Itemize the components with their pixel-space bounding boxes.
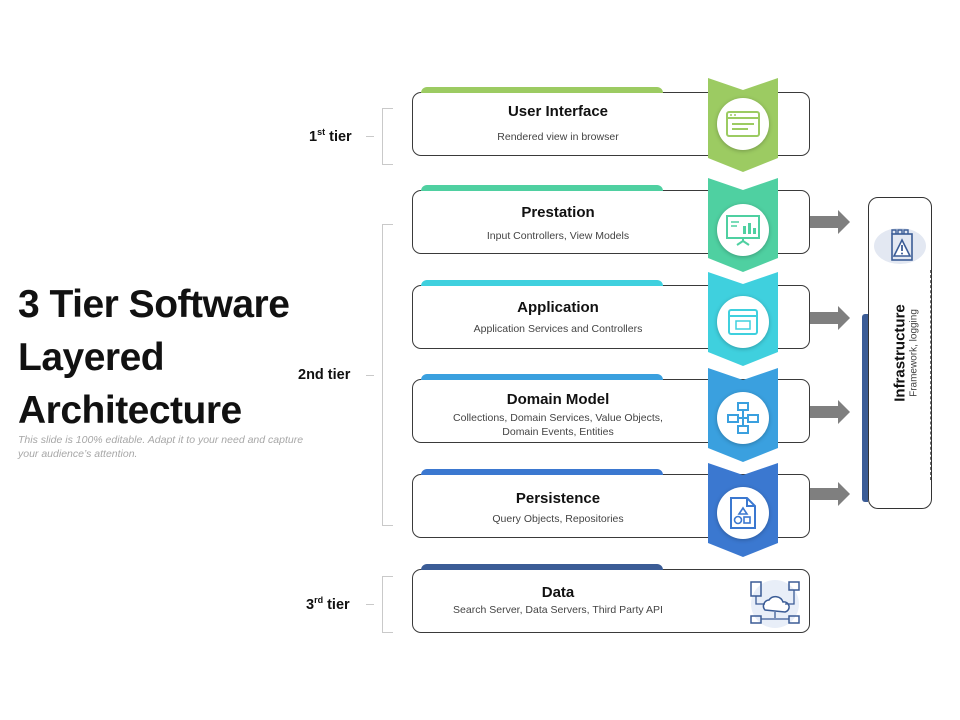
title-line: Architecture [18, 389, 242, 432]
layer-color-strip [421, 280, 663, 286]
layer-color-strip [421, 185, 663, 191]
icon-circle [717, 98, 769, 150]
tier-word: tier [323, 596, 350, 613]
layer-description: Input Controllers, View Models [486, 230, 630, 242]
layer-name: User Interface [507, 103, 609, 120]
arrow-right-icon [810, 306, 850, 330]
chevron-prestation [708, 178, 778, 272]
layer-name: Prestation [521, 204, 595, 221]
layer-description: Query Objects, Repositories [492, 513, 624, 525]
hierarchy-icon [727, 402, 759, 434]
tier-1-bracket [382, 108, 393, 165]
tier-word: tier [325, 128, 352, 145]
infrastructure-title: Infrastructure [891, 304, 909, 402]
title-line: Layered [18, 336, 165, 379]
layer-color-strip [421, 469, 663, 475]
tier-3-bracket-tick [366, 604, 374, 605]
icon-circle [717, 392, 769, 444]
tier-number: 3 [306, 596, 315, 613]
tier-2-bracket-tick [366, 375, 374, 376]
infrastructure-subtitle: Framework, logging [908, 309, 920, 397]
layer-data: Data Search Server, Data Servers, Third … [412, 564, 810, 633]
arrow-right-icon [810, 400, 850, 424]
icon-circle [717, 204, 769, 256]
infrastructure-box [868, 197, 932, 509]
tier-2-bracket [382, 224, 393, 526]
tier-number: 1 [309, 128, 318, 145]
tier-suffix: st [317, 127, 326, 137]
browser-window-icon [726, 111, 760, 137]
tier-label-1: 1st tier [309, 127, 352, 145]
slide-subtitle: This slide is 100% editable. Adapt it to… [18, 434, 304, 460]
layer-name: Domain Model [506, 391, 610, 408]
chevron-persistence [708, 463, 778, 557]
tier-3-bracket [382, 576, 393, 633]
layer-description: Collections, Domain Services, Value Obje… [453, 412, 663, 438]
tier-number: 2nd tier [298, 367, 351, 383]
layer-description: Search Server, Data Servers, Third Party… [453, 604, 663, 616]
layer-color-strip [421, 87, 663, 93]
cloud-network-icon [750, 580, 800, 628]
layer-description: Rendered view in browser [497, 131, 619, 143]
tier-label-3: 3rd tier [306, 595, 350, 613]
layer-name: Application [517, 299, 599, 316]
infrastructure-dashed-line [930, 270, 931, 480]
chevron-domain-model [708, 368, 778, 462]
slide-title: 3 Tier Software Layered Architecture [18, 278, 318, 437]
arrow-right-icon [810, 210, 850, 234]
arrow-right-icon [810, 482, 850, 506]
layer-color-strip [421, 564, 663, 570]
layer-description: Application Services and Controllers [473, 323, 643, 335]
tier-label-2: 2nd tier [298, 367, 350, 383]
layer-name: Data [541, 584, 575, 601]
chevron-application [708, 272, 778, 366]
icon-circle [717, 487, 769, 539]
warning-barrier-icon [874, 228, 926, 264]
presentation-board-icon [726, 215, 760, 246]
app-window-icon [728, 309, 758, 335]
infrastructure-accent-bar [862, 314, 868, 502]
icon-circle [717, 296, 769, 348]
tier-1-bracket-tick [366, 136, 374, 137]
layer-color-strip [421, 374, 663, 380]
document-shapes-icon [730, 497, 756, 529]
tier-suffix: rd [314, 595, 324, 605]
chevron-user-interface [708, 78, 778, 172]
layer-name: Persistence [515, 490, 601, 507]
title-line: 3 Tier Software [18, 283, 290, 326]
